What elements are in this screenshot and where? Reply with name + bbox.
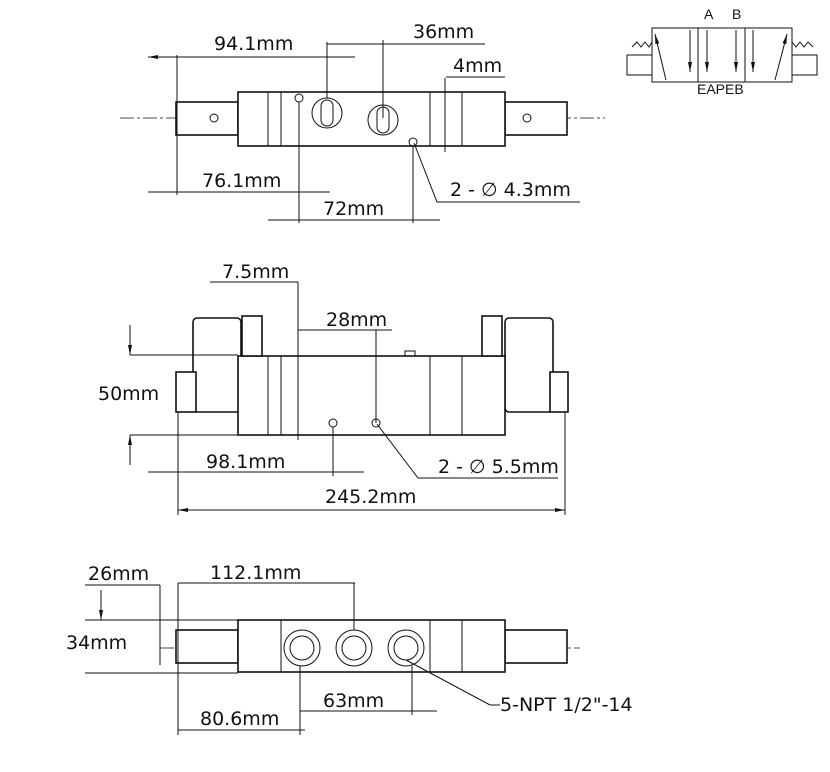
dim-245-2: 245.2mm xyxy=(325,486,416,508)
dim-hole-5-5: 2 - ∅ 5.5mm xyxy=(438,456,559,478)
left-solenoid xyxy=(175,101,239,136)
dim-98-1: 98.1mm xyxy=(206,451,285,473)
dim-94-1: 94.1mm xyxy=(214,33,293,55)
dim-63: 63mm xyxy=(323,690,384,712)
bottom-ports-label: EAPEB xyxy=(697,81,744,97)
left-connector xyxy=(175,371,197,413)
left-coil xyxy=(192,317,242,413)
right-coil xyxy=(504,317,554,413)
valve-symbol: A B EAPEB xyxy=(626,6,818,97)
dim-28: 28mm xyxy=(326,309,387,331)
right-solenoid xyxy=(504,101,568,136)
dim-hole-4-3: 2 - ∅ 4.3mm xyxy=(450,179,571,201)
dim-112-1: 112.1mm xyxy=(210,562,301,584)
right-solenoid-bottom xyxy=(504,629,568,664)
valve-body-front xyxy=(237,355,506,436)
port-a-label: A xyxy=(704,6,714,22)
dim-26: 26mm xyxy=(88,563,149,585)
left-solenoid-bottom xyxy=(175,629,239,664)
dim-npt-ports: 5-NPT 1/2"-14 xyxy=(500,694,633,716)
dim-76-1: 76.1mm xyxy=(202,170,281,192)
front-view: 7.5mm 28mm 50mm 98.1mm 245.2mm 2 - ∅ 5.5… xyxy=(98,261,569,515)
dim-4: 4mm xyxy=(453,55,502,77)
dim-34: 34mm xyxy=(66,632,127,654)
right-connector xyxy=(549,371,569,413)
dim-36: 36mm xyxy=(413,21,474,43)
dim-80-6: 80.6mm xyxy=(200,708,279,730)
dim-50: 50mm xyxy=(98,383,159,405)
port-b-label: B xyxy=(732,6,741,22)
dim-7-5: 7.5mm xyxy=(222,261,289,283)
valve-body xyxy=(237,91,506,147)
dim-72: 72mm xyxy=(323,198,384,220)
top-view: 94.1mm 36mm 4mm 76.1mm 72mm 2 - ∅ 4.3mm xyxy=(120,21,605,223)
bottom-view: 26mm 112.1mm 34mm 63mm 80.6mm 5-NPT 1/2"… xyxy=(66,562,633,735)
